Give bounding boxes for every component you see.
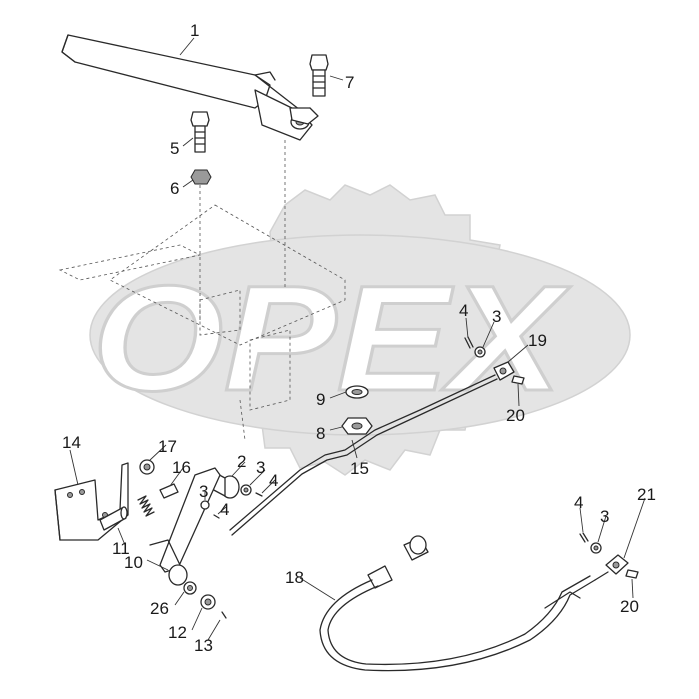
part-8-nut xyxy=(341,417,373,435)
spring xyxy=(137,495,155,517)
callout-9: 9 xyxy=(316,390,325,409)
part-17-washer xyxy=(139,459,155,475)
callout-12: 12 xyxy=(168,623,187,642)
part-3-washer-right xyxy=(590,542,602,554)
part-21-clevis xyxy=(605,554,629,575)
watermark-text: OPEX xyxy=(92,254,571,422)
part-20-pin-lower xyxy=(625,569,639,579)
callout-3-lower: 3 xyxy=(199,482,208,501)
callout-2: 2 xyxy=(237,452,246,471)
callout-8: 8 xyxy=(316,424,325,443)
part-4-cotter-lower xyxy=(213,514,220,519)
part-18-cable xyxy=(319,535,609,672)
part-1-pedal xyxy=(61,34,319,141)
callout-3-right: 3 xyxy=(600,507,609,526)
part-19-clevis xyxy=(493,361,515,381)
part-6-nut xyxy=(190,169,212,185)
callout-14: 14 xyxy=(62,433,81,452)
callout-19: 19 xyxy=(528,331,547,350)
callout-17: 17 xyxy=(158,437,177,456)
part-5-bolt xyxy=(190,111,210,153)
part-4-cotter-mid xyxy=(255,492,263,497)
callout-7: 7 xyxy=(345,73,354,92)
leader-lines xyxy=(69,37,646,641)
part-9-washer xyxy=(345,385,369,399)
callout-4-lower: 4 xyxy=(220,500,229,519)
watermark-logo: OPEX xyxy=(89,184,631,476)
part-3-washer-lower xyxy=(200,500,210,510)
callout-16: 16 xyxy=(172,458,191,477)
part-11-stud xyxy=(99,506,128,531)
callout-1: 1 xyxy=(190,21,199,40)
part-4-cotter-upper xyxy=(464,336,474,349)
callout-11: 11 xyxy=(112,539,130,558)
callout-5: 5 xyxy=(170,139,179,158)
lever-arm xyxy=(149,467,221,586)
callout-20-upper: 20 xyxy=(506,406,525,425)
part-4-cotter-right xyxy=(579,532,589,543)
part-13-pin xyxy=(221,611,227,619)
callout-4-mid: 4 xyxy=(269,471,278,490)
part-16-bolt xyxy=(159,483,179,499)
part-20-pin-upper xyxy=(511,375,525,385)
part-7-bolt xyxy=(309,54,329,97)
part-3-washer-mid xyxy=(240,484,252,496)
callout-6: 6 xyxy=(170,179,179,198)
callout-10: 10 xyxy=(124,553,143,572)
part-26-washer xyxy=(183,581,197,595)
callout-18: 18 xyxy=(285,568,304,587)
callout-15: 15 xyxy=(350,459,369,478)
part-12-washer xyxy=(200,594,216,610)
callout-21: 21 xyxy=(637,485,656,504)
mounting-plate-outline xyxy=(58,140,346,441)
callout-3-mid: 3 xyxy=(256,458,265,477)
part-14-bracket xyxy=(54,462,129,541)
callout-26: 26 xyxy=(150,599,169,618)
callout-4-right: 4 xyxy=(574,493,583,512)
watermark-oval xyxy=(89,234,631,436)
callout-20-lower: 20 xyxy=(620,597,639,616)
callout-4-upper: 4 xyxy=(459,301,468,320)
part-3-washer-upper xyxy=(474,346,486,358)
part-15-rod xyxy=(229,374,498,536)
callout-13: 13 xyxy=(194,636,213,655)
callout-labels: 1 7 5 6 4 3 19 20 9 8 15 14 17 16 2 3 4 … xyxy=(62,21,656,655)
callout-3-upper: 3 xyxy=(492,307,501,326)
